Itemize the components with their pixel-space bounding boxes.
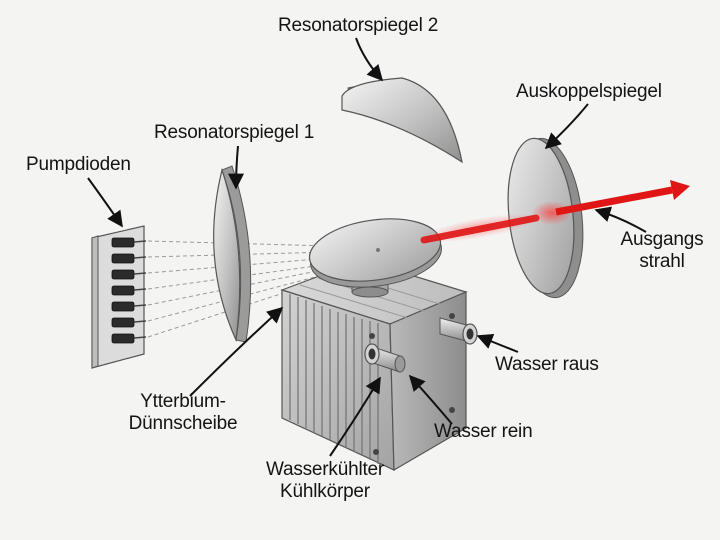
- water-out-pipe: [439, 317, 478, 345]
- arrow-pump-diodes: [87, 177, 123, 228]
- label-water-in: Wasser rein: [434, 421, 533, 442]
- resonator-mirror-2: [341, 77, 463, 164]
- arrow-water-in: [408, 374, 453, 425]
- arrow-output-beam: [594, 206, 647, 233]
- label-resonator-mirror-1: Resonatorspiegel 1: [154, 122, 315, 143]
- label-ytterbium-disk-line2: Dünnscheibe: [128, 413, 238, 434]
- arrow-output-coupler: [544, 103, 589, 150]
- label-pump-diodes: Pumpdioden: [26, 154, 131, 175]
- label-ytterbium-disk: Ytterbium- Dünnscheibe: [120, 391, 246, 435]
- arrow-water-out: [476, 333, 519, 353]
- label-heatsink-line1: Wasserkühlter: [265, 459, 385, 480]
- laser-beam: [420, 180, 690, 244]
- label-heatsink: Wasserkühlter Kühlkörper: [254, 459, 396, 503]
- label-water-out: Wasser raus: [495, 354, 599, 375]
- label-output-beam-line1: Ausgangs: [620, 229, 704, 250]
- label-resonator-mirror-2: Resonatorspiegel 2: [278, 15, 439, 36]
- arrow-heatsink: [329, 376, 381, 457]
- leader-arrows: [87, 37, 647, 457]
- arrow-resonator-mirror-1: [228, 145, 245, 190]
- arrow-resonator-mirror-2: [355, 37, 384, 82]
- water-in-pipe: [364, 343, 406, 373]
- ytterbium-thin-disk: [308, 218, 442, 288]
- label-output-coupler: Auskoppelspiegel: [516, 81, 662, 102]
- heatsink-screws: [369, 313, 455, 455]
- arrow-ytterbium-disk: [189, 306, 284, 397]
- label-output-beam: Ausgangs strahl: [612, 229, 712, 273]
- label-heatsink-line2: Kühlkörper: [280, 481, 370, 502]
- pump-diode-array: [91, 225, 147, 369]
- label-ytterbium-disk-line1: Ytterbium-: [140, 391, 226, 412]
- pump-diode-pins: [133, 240, 147, 339]
- label-output-beam-line2: strahl: [639, 251, 685, 272]
- pump-diode-chips: [111, 237, 135, 344]
- resonator-mirror-1: [213, 165, 252, 343]
